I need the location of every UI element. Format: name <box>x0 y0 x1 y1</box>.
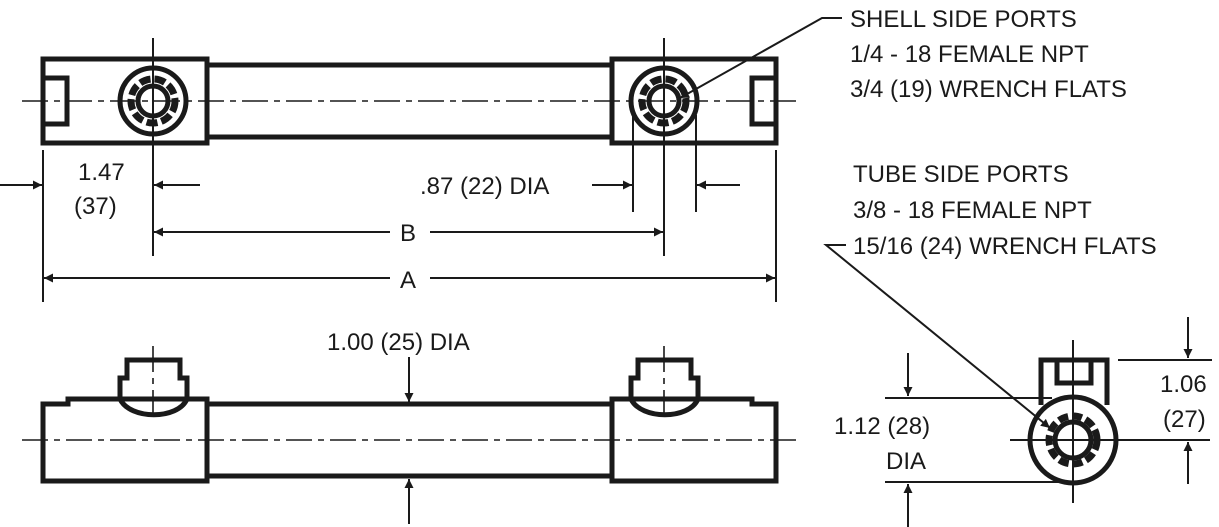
right-boss <box>628 357 701 418</box>
svg-text:TUBE SIDE PORTS: TUBE SIDE PORTS <box>853 161 1069 188</box>
svg-text:1/4 - 18 FEMALE NPT: 1/4 - 18 FEMALE NPT <box>850 41 1089 68</box>
dim-port-dia: .87 (22) DIA <box>420 173 549 200</box>
svg-text:15/16 (24) WRENCH FLATS: 15/16 (24) WRENCH FLATS <box>853 233 1157 260</box>
tube-ports-callout: TUBE SIDE PORTS 3/8 - 18 FEMALE NPT 15/1… <box>823 161 1157 429</box>
dim-shell-dia: 1.00 (25) DIA <box>327 329 470 356</box>
dim-a: A <box>400 267 416 294</box>
dim-port-height: 1.06 <box>1160 371 1207 398</box>
dim-b: B <box>400 220 416 247</box>
dim-end-dia: 1.12 (28) <box>834 413 930 440</box>
side-view: 1.00 (25) DIA <box>22 329 796 524</box>
svg-text:3/4 (19) WRENCH FLATS: 3/4 (19) WRENCH FLATS <box>850 76 1127 103</box>
dim-1-47: 1.47 <box>78 159 125 186</box>
svg-text:3/8 - 18 FEMALE NPT: 3/8 - 18 FEMALE NPT <box>853 197 1092 224</box>
dim-37: (37) <box>74 193 117 220</box>
shell-ports-callout: SHELL SIDE PORTS 1/4 - 18 FEMALE NPT 3/4… <box>679 6 1127 103</box>
end-view: 1.12 (28) DIA 1.06 (27) <box>834 317 1212 527</box>
dim-end-dia-label: DIA <box>886 448 926 475</box>
top-view: 1.47 (37) .87 (22) DIA B A <box>0 38 796 302</box>
dim-port-height-metric: (27) <box>1163 406 1206 433</box>
svg-text:SHELL SIDE PORTS: SHELL SIDE PORTS <box>850 6 1077 33</box>
left-boss <box>117 357 190 418</box>
